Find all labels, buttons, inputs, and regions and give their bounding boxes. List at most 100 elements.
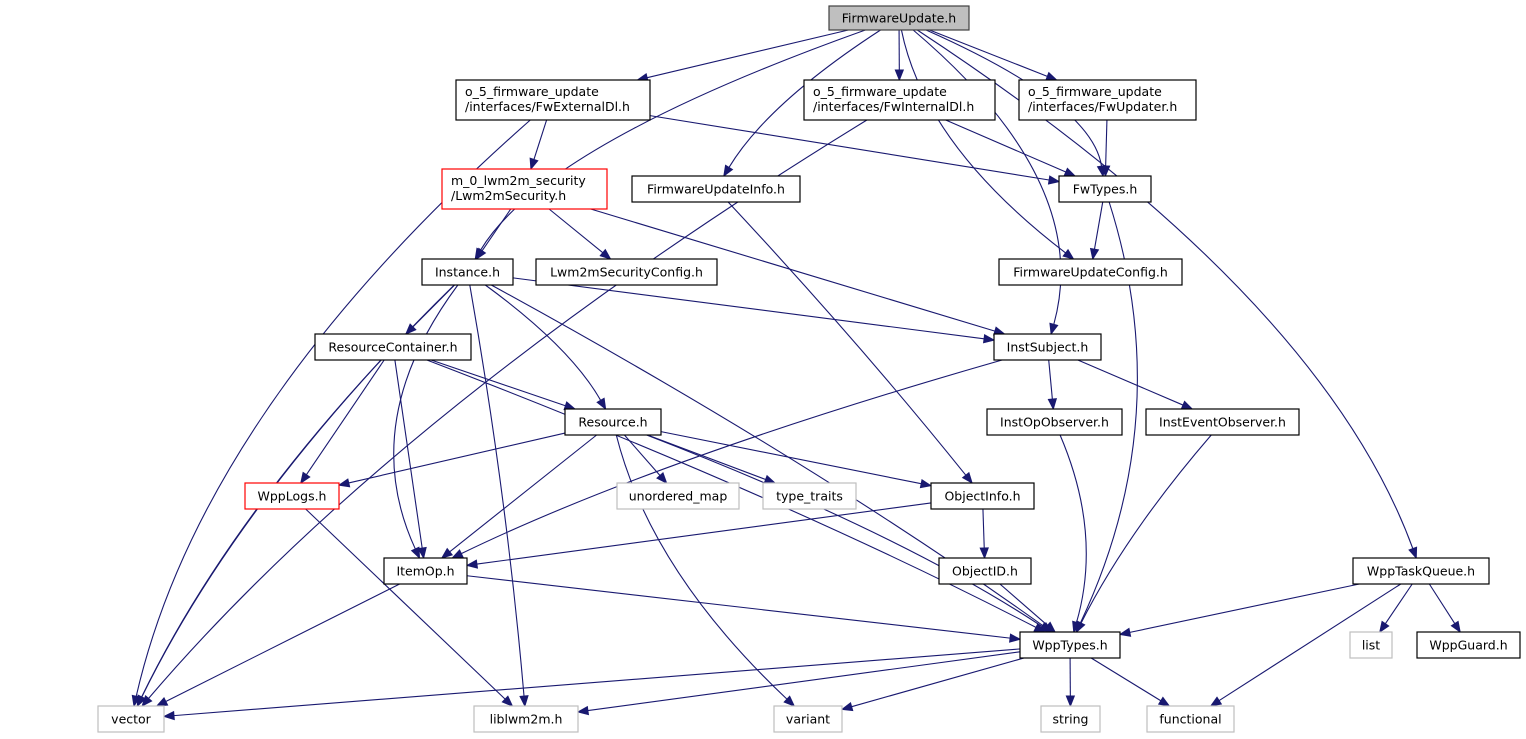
nodes-layer: FirmwareUpdate.h o_5_firmware_update/inte…	[97, 5, 1521, 733]
node-label: InstEventObserver.h	[1159, 415, 1286, 430]
edge-wpp-task-queue-to-functional	[1209, 583, 1402, 707]
edge-resource-container-to-vector	[136, 359, 382, 708]
node-box	[998, 258, 1183, 286]
node-wpp-guard[interactable]: WppGuard.h	[1416, 631, 1521, 659]
node-wpp-task-queue[interactable]: WppTaskQueue.h	[1352, 557, 1490, 585]
edge-resource-container-to-resource	[430, 359, 577, 411]
node-fw-updater[interactable]: o_5_firmware_update/interfaces/FwUpdater…	[1018, 79, 1197, 121]
node-firmware-update-info[interactable]: FirmwareUpdateInfo.h	[631, 175, 801, 203]
node-firmware-update[interactable]: FirmwareUpdate.h	[828, 5, 970, 31]
node-vector[interactable]: vector	[97, 705, 165, 733]
edge-line	[615, 434, 788, 700]
arrowhead-icon	[783, 695, 796, 707]
edge-line	[646, 434, 1043, 627]
edge-line	[165, 583, 400, 703]
edge-lwm2m-security-to-instance	[475, 208, 512, 261]
edge-line	[484, 284, 602, 401]
arrowhead-icon	[1209, 696, 1223, 707]
arrowhead-icon	[1075, 620, 1086, 634]
arrowhead-icon	[1100, 165, 1111, 178]
node-firmware-update-config[interactable]: FirmwareUpdateConfig.h	[998, 258, 1183, 286]
node-label: InstSubject.h	[1007, 340, 1089, 355]
node-resource-container[interactable]: ResourceContainer.h	[314, 333, 472, 361]
node-box	[1145, 408, 1300, 436]
node-box	[535, 258, 718, 286]
node-label: functional	[1159, 712, 1221, 727]
edge-line	[999, 583, 1048, 626]
node-lwm2m-security[interactable]: m_0_lwm2m_security/Lwm2mSecurity.h	[441, 168, 608, 210]
node-string[interactable]: string	[1040, 705, 1101, 733]
edge-firmware-update-to-firmware-update-info	[723, 29, 881, 178]
edge-fw-types-to-firmware-update-config	[1089, 201, 1104, 261]
edge-wpp-task-queue-to-wpp-types	[1118, 583, 1360, 637]
edge-line	[533, 119, 548, 160]
node-fw-external-dl[interactable]: o_5_firmware_update/interfaces/FwExterna…	[455, 79, 651, 121]
edge-line	[305, 508, 506, 700]
edge-line	[548, 208, 604, 254]
edge-instance-to-liblwm2m	[469, 284, 529, 708]
node-label: o_5_firmware_update	[813, 84, 947, 99]
arrowhead-icon	[961, 471, 973, 485]
edge-line	[1428, 583, 1456, 624]
node-list[interactable]: list	[1349, 631, 1393, 659]
node-inst-subject[interactable]: InstSubject.h	[993, 333, 1102, 361]
edge-resource-to-unordered-map	[624, 434, 668, 485]
edge-instance-to-resource	[484, 284, 607, 411]
edge-line	[587, 651, 1021, 712]
arrowhead-icon	[599, 248, 612, 260]
arrowhead-icon	[763, 474, 777, 484]
node-object-info[interactable]: ObjectInfo.h	[930, 482, 1035, 510]
node-label: Lwm2mSecurityConfig.h	[550, 265, 703, 280]
node-functional[interactable]: functional	[1146, 705, 1235, 733]
node-type-traits[interactable]: type_traits	[762, 482, 857, 510]
arrowhead-icon	[1408, 546, 1418, 560]
edge-line	[426, 359, 1037, 628]
node-fw-types[interactable]: FwTypes.h	[1058, 175, 1152, 203]
node-label: m_0_lwm2m_security	[451, 173, 586, 188]
node-box	[1058, 175, 1152, 203]
edge-fw-external-dl-to-fw-types	[649, 115, 1061, 185]
node-label: /interfaces/FwInternalDl.h	[813, 99, 974, 114]
edge-resource-to-wpp-logs	[337, 432, 566, 488]
edge-instance-to-item-op	[393, 284, 459, 560]
edge-line	[1077, 359, 1184, 406]
node-label: FirmwareUpdateInfo.h	[647, 182, 785, 197]
arrowhead-icon	[1065, 695, 1076, 708]
edge-resource-to-variant	[615, 434, 796, 707]
node-wpp-logs[interactable]: WppLogs.h	[244, 482, 340, 510]
node-object-id[interactable]: ObjectID.h	[938, 557, 1032, 585]
edge-line	[393, 284, 459, 550]
edge-line	[1080, 434, 1212, 624]
arrowhead-icon	[440, 547, 454, 559]
node-fw-internal-dl[interactable]: o_5_firmware_update/interfaces/FwInterna…	[803, 79, 996, 121]
edge-line	[481, 208, 512, 252]
node-box	[986, 408, 1123, 436]
node-liblwm2m[interactable]: liblwm2m.h	[473, 705, 579, 733]
edge-firmware-update-to-firmware-update-config	[900, 29, 1075, 260]
node-instance[interactable]: Instance.h	[421, 258, 514, 286]
node-box	[1019, 631, 1121, 659]
node-item-op[interactable]: ItemOp.h	[383, 557, 468, 585]
node-lwm2m-security-config[interactable]: Lwm2mSecurityConfig.h	[535, 258, 718, 286]
node-box	[97, 705, 165, 733]
node-box	[441, 168, 608, 210]
edge-inst-event-observer-to-wpp-types	[1075, 434, 1212, 634]
node-box	[473, 705, 579, 733]
node-label: WppTaskQueue.h	[1367, 564, 1475, 579]
edge-inst-subject-to-inst-event-observer	[1077, 359, 1194, 410]
edge-line	[479, 29, 866, 251]
node-label: ObjectID.h	[952, 564, 1018, 579]
node-inst-op-observer[interactable]: InstOpObserver.h	[986, 408, 1123, 436]
node-unordered-map[interactable]: unordered_map	[616, 482, 740, 510]
node-box	[1416, 631, 1521, 659]
node-variant[interactable]: variant	[773, 705, 843, 733]
edge-wpp-task-queue-to-wpp-guard	[1428, 583, 1461, 634]
node-wpp-types[interactable]: WppTypes.h	[1019, 631, 1121, 659]
edge-resource-container-to-wpp-logs	[300, 359, 385, 485]
edge-line	[982, 508, 985, 549]
node-inst-event-observer[interactable]: InstEventObserver.h	[1145, 408, 1300, 436]
arrowhead-icon	[840, 701, 854, 712]
edge-line	[141, 359, 382, 698]
node-resource[interactable]: Resource.h	[564, 408, 662, 436]
edge-line	[305, 359, 385, 476]
